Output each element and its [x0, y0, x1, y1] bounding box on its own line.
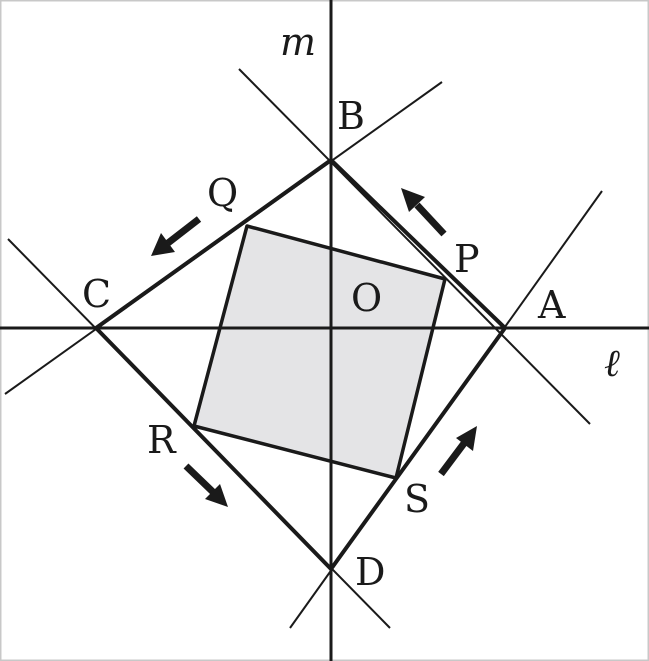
- outer-square-abcd: [94, 158, 507, 571]
- arrow-toward-c-icon: [151, 216, 202, 256]
- arrow-toward-a-icon: [438, 426, 477, 477]
- arrow-toward-d-icon: [183, 463, 228, 507]
- arrow-toward-b-icon: [401, 188, 447, 237]
- extension-line-b-a: [238, 68, 591, 425]
- label-m: m: [280, 20, 316, 64]
- label-d: D: [355, 550, 385, 594]
- label-s: S: [404, 477, 430, 521]
- label-o: O: [351, 276, 382, 320]
- inner-square-pqrs: [192, 224, 447, 480]
- label-r: R: [147, 418, 177, 462]
- label-c: C: [82, 272, 111, 316]
- label-b: B: [337, 94, 365, 138]
- label-p: P: [454, 237, 480, 281]
- label-l: ℓ: [604, 341, 620, 385]
- label-a: A: [537, 283, 566, 327]
- label-q: Q: [207, 171, 238, 215]
